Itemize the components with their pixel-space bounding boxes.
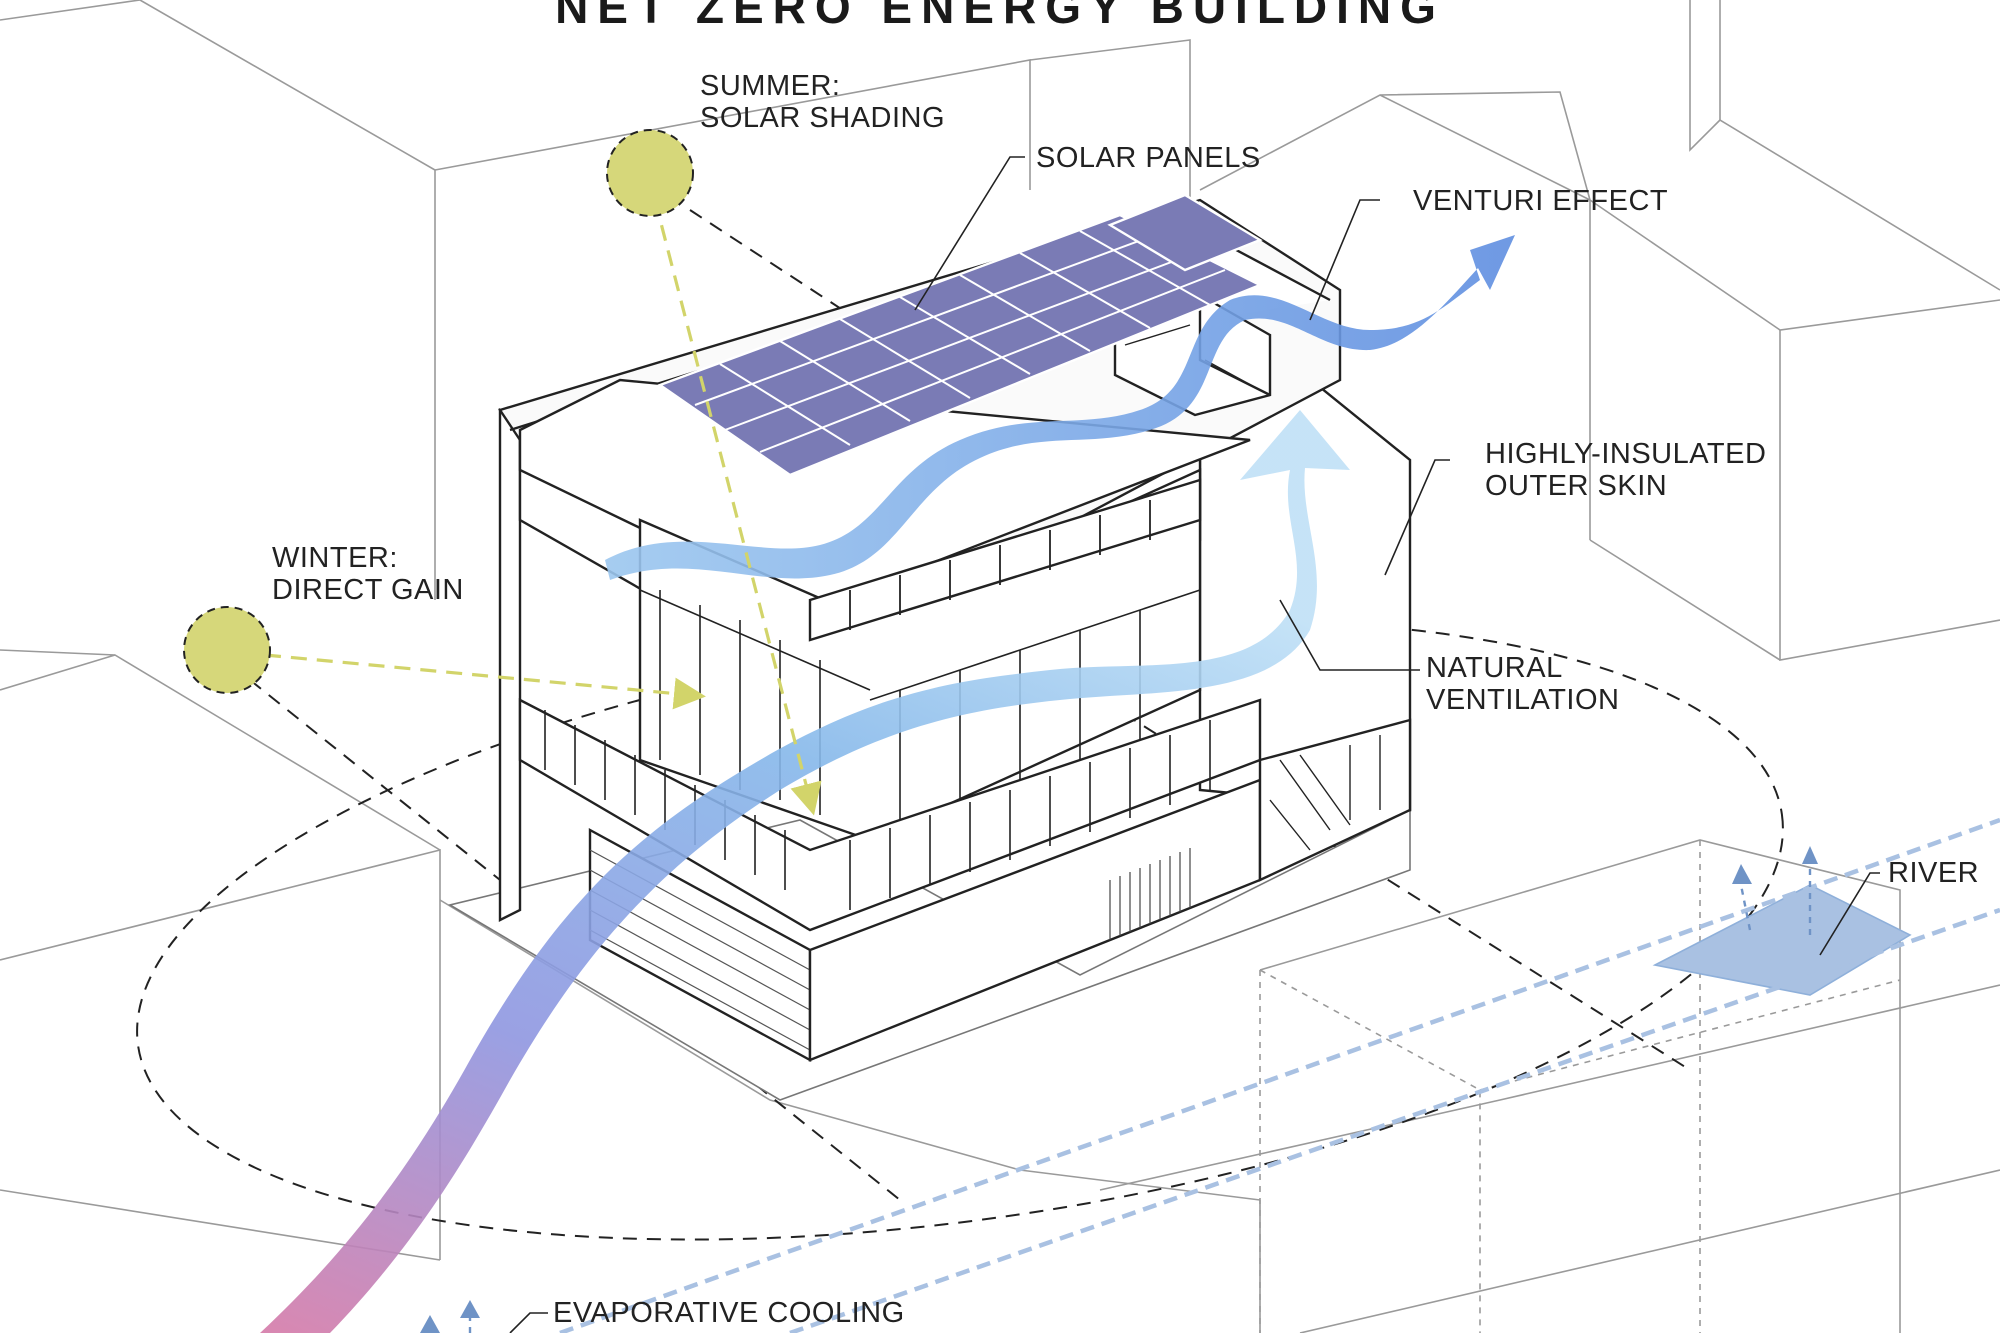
winter-label: WINTER: DIRECT GAIN	[272, 542, 464, 606]
solar-rays	[264, 199, 822, 816]
summer-label-line2: SOLAR SHADING	[700, 102, 945, 134]
river-label: RIVER	[1888, 857, 1980, 889]
ventilation-label-line2: VENTILATION	[1426, 684, 1620, 716]
ventilation-label-line1: NATURAL	[1426, 652, 1563, 684]
main-building	[447, 198, 1412, 1101]
evaporative-label: EVAPORATIVE COOLING	[553, 1297, 905, 1329]
insulated-label-line1: HIGHLY-INSULATED	[1485, 438, 1767, 470]
insulated-label-line2: OUTER SKIN	[1485, 470, 1668, 502]
venturi-ribbon	[605, 235, 1515, 580]
natural-ventilation-ribbon	[260, 410, 1350, 1333]
summer-label-line1: SUMMER:	[700, 70, 841, 102]
solar-panels-label: SOLAR PANELS	[1036, 142, 1261, 174]
winter-label-line1: WINTER:	[272, 542, 398, 574]
airflow-ribbons	[260, 235, 1515, 1333]
winter-sun-icon	[183, 606, 271, 694]
leader-lines	[509, 156, 1880, 1333]
ventilation-label: NATURAL VENTILATION	[1426, 652, 1620, 716]
diagram-title: NET ZERO ENERGY BUILDING	[555, 0, 1445, 33]
summer-label: SUMMER: SOLAR SHADING	[700, 70, 945, 134]
summer-sun-icon	[606, 129, 694, 217]
venturi-label: VENTURI EFFECT	[1413, 185, 1669, 217]
insulated-label: HIGHLY-INSULATED OUTER SKIN	[1485, 438, 1766, 502]
winter-label-line2: DIRECT GAIN	[272, 574, 464, 606]
solar-panels	[657, 193, 1263, 477]
